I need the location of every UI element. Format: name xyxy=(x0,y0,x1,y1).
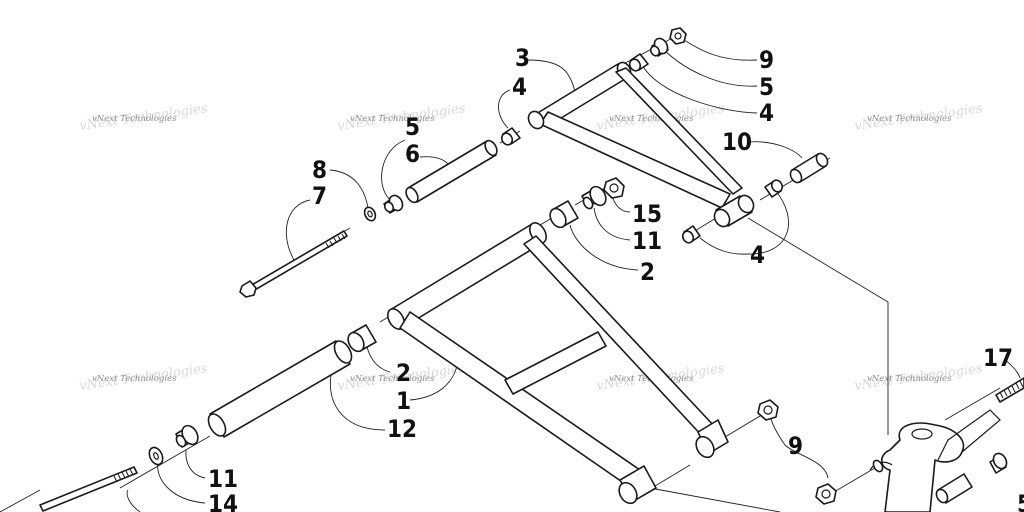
callout-4: 4 xyxy=(750,241,765,269)
callout-10: 10 xyxy=(722,128,752,156)
rear-bushing-upper xyxy=(764,179,784,198)
upper-washer xyxy=(363,206,377,222)
lower-washer xyxy=(148,446,164,466)
callout-11: 11 xyxy=(632,227,662,255)
lower-nut-spindle xyxy=(815,483,837,505)
watermark: vNext Technologies xyxy=(867,374,952,384)
callout-1: 1 xyxy=(396,387,411,415)
callout-9: 9 xyxy=(788,432,803,460)
callout-2: 2 xyxy=(396,359,411,387)
callout-4: 4 xyxy=(759,99,774,127)
callout-5: 5 xyxy=(1017,490,1024,512)
lower-rear-bushing xyxy=(549,200,579,229)
lower-rear-flange-bushing xyxy=(581,185,607,210)
upper-nut xyxy=(669,27,687,45)
upper-bushing-front xyxy=(500,127,521,146)
spindle-bushing xyxy=(935,473,973,504)
watermark: vNext Technologies xyxy=(867,114,952,124)
callout-15: 15 xyxy=(632,200,662,228)
callout-4: 4 xyxy=(512,73,527,101)
watermark: vNext Technologies xyxy=(350,114,435,124)
upper-flange-bushing xyxy=(649,37,669,57)
lower-nut-upper xyxy=(757,399,779,421)
rear-bushing-lower xyxy=(681,225,701,244)
callout-5: 5 xyxy=(405,113,420,141)
callout-2: 2 xyxy=(640,258,655,286)
callout-12: 12 xyxy=(387,415,417,443)
rear-spacer xyxy=(789,152,829,184)
callout-3: 3 xyxy=(515,44,530,72)
callout-5: 5 xyxy=(759,73,774,101)
lower-bolt xyxy=(39,466,138,512)
upper-pivot-sleeve xyxy=(405,139,498,204)
spindle-stud xyxy=(995,377,1024,403)
lower-pivot-sleeve xyxy=(207,340,353,438)
lower-front-flange-bushing xyxy=(175,424,199,448)
watermark: vNext Technologies xyxy=(350,374,435,384)
callout-9: 9 xyxy=(759,46,774,74)
callout-leaders xyxy=(126,39,1021,512)
watermark: vNext Technologies xyxy=(92,114,177,124)
lower-rear-nut xyxy=(603,177,625,199)
lower-a-arm xyxy=(387,222,729,505)
upper-a-arm xyxy=(527,61,755,228)
callout-8: 8 xyxy=(312,156,327,184)
spindle-flange-bushing xyxy=(989,452,1008,474)
watermark: vNext Technologies xyxy=(92,374,177,384)
callout-7: 7 xyxy=(312,182,327,210)
callout-17: 17 xyxy=(983,344,1013,372)
upper-bushing-rear xyxy=(628,53,649,72)
callout-labels: 3 4 5 6 8 7 9 5 4 10 4 15 11 2 2 1 12 9 … xyxy=(208,44,1024,512)
leader-lines xyxy=(0,33,1001,512)
spindle-knuckle xyxy=(869,409,1001,512)
upper-front-flange-bushing xyxy=(383,194,404,214)
callout-11: 11 xyxy=(208,465,238,493)
callout-14: 14 xyxy=(208,490,238,512)
lower-front-bushing xyxy=(347,324,377,353)
upper-bolt xyxy=(239,230,348,298)
watermark: vNext Technologies xyxy=(609,114,694,124)
callout-6: 6 xyxy=(405,140,420,168)
